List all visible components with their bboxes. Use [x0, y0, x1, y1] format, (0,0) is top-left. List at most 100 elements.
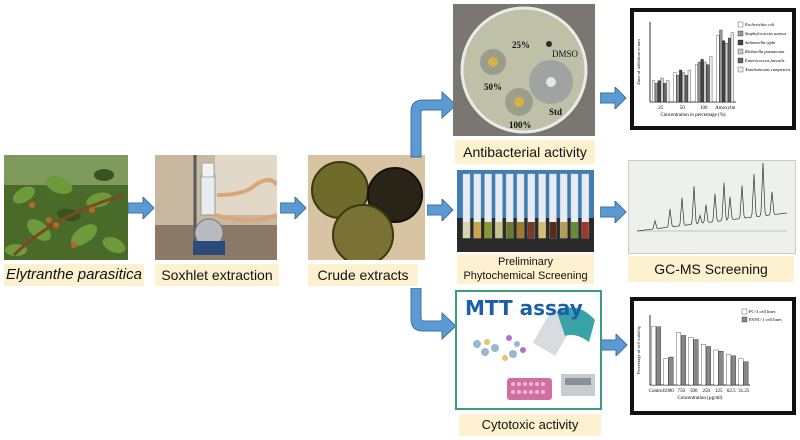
bar	[706, 346, 711, 386]
bar	[676, 332, 681, 386]
petri-label-25: 25%	[512, 40, 530, 50]
phytochemical-photo	[457, 170, 594, 252]
bar	[701, 344, 706, 386]
test-tubes-art	[457, 170, 594, 252]
y-axis-label: Zone of inhibition in mm	[636, 39, 641, 85]
x-tick-label: 100	[700, 106, 708, 111]
x-tick-label: 125	[715, 389, 723, 394]
bar	[727, 37, 731, 103]
bar	[726, 354, 731, 386]
soxhlet-photo	[155, 155, 277, 260]
bar	[695, 64, 698, 103]
petri-label-100: 100%	[509, 120, 532, 130]
test-tube-liquid	[484, 222, 492, 238]
x-tick-label: 50	[680, 106, 686, 111]
arrow-crude-to-antibacterial	[410, 90, 457, 158]
test-tube-liquid	[473, 222, 481, 238]
legend-label: Staphylococcus aureus	[745, 31, 786, 36]
bar	[668, 356, 674, 386]
phytochemical-label: Preliminary Phytochemical Screening	[457, 254, 594, 284]
bar	[725, 43, 728, 103]
bar	[654, 83, 658, 103]
legend-label: Xanthomonas campestris	[744, 67, 791, 72]
legend-swatch	[737, 66, 744, 73]
test-tube-liquid	[549, 222, 557, 238]
bar	[688, 337, 694, 386]
x-tick-label: Control	[649, 389, 665, 394]
bar	[719, 29, 723, 103]
test-tube-liquid	[506, 222, 514, 238]
test-tube-liquid	[527, 222, 535, 238]
legend-label: Klebsiella pneumonia	[744, 49, 785, 54]
bar	[716, 35, 720, 103]
bar	[684, 75, 688, 103]
x-tick-label: 62.5	[727, 389, 736, 394]
x-axis-label: Concentration (µg/ml)	[678, 396, 723, 401]
bar	[731, 355, 736, 386]
bar	[693, 339, 699, 386]
test-tube-liquid	[495, 222, 503, 238]
x-tick-label: 500	[690, 389, 698, 394]
bar	[651, 80, 655, 103]
test-tube-liquid	[571, 222, 578, 238]
bar	[738, 358, 744, 386]
plant-photo-art	[4, 155, 128, 260]
bar	[706, 64, 710, 103]
bar	[713, 349, 719, 386]
bar	[700, 59, 704, 103]
x-tick-label: 1000	[664, 389, 675, 394]
gcms-chromatogram	[628, 160, 796, 254]
bar	[651, 326, 656, 386]
mtt-assay-art	[457, 292, 600, 408]
bar	[697, 61, 701, 103]
bar	[730, 32, 734, 103]
test-tube-liquid	[463, 222, 470, 238]
antibacterial-label: Antibacterial activity	[455, 140, 595, 164]
soxhlet-photo-art	[155, 155, 277, 260]
bar	[709, 56, 713, 103]
arrow-crude-to-cytotoxic	[410, 288, 457, 341]
cytotoxic-label: Cytotoxic activity	[459, 414, 601, 436]
bar	[682, 72, 685, 103]
bar	[679, 69, 683, 103]
gcms-label: GC-MS Screening	[628, 256, 794, 282]
soxhlet-label: Soxhlet extraction	[155, 264, 279, 286]
antibacterial-chart: 25 50 100 Amoxylin Zone of inhibition in mm C…	[636, 21, 791, 118]
phytochemical-label-line2: Phytochemical Screening	[463, 270, 588, 282]
bar	[703, 61, 707, 103]
petri-dish-art	[453, 4, 595, 136]
test-tube-liquid	[560, 222, 568, 238]
legend-swatch	[737, 39, 744, 46]
bar	[673, 72, 677, 103]
bar	[663, 358, 669, 386]
gcms-chromatogram-plot	[636, 162, 788, 232]
bar	[656, 326, 661, 386]
bar	[657, 80, 661, 103]
mtt-assay-title: MTT assay	[465, 296, 583, 320]
bar	[718, 351, 724, 386]
x-tick-label: 750	[678, 389, 686, 394]
crude-extracts-art	[308, 155, 425, 260]
legend-label: Salmonella typhi	[745, 40, 776, 45]
bar	[660, 77, 664, 103]
bar	[687, 69, 691, 103]
arrow-cytotoxic-to-chart	[601, 334, 628, 356]
legend-swatch	[737, 21, 744, 28]
arrow-antibacterial-to-chart	[600, 87, 627, 109]
x-tick-label: 25	[658, 106, 664, 111]
x-tick-label: 31.25	[738, 389, 750, 394]
antibacterial-chart-frame: 25 50 100 Amoxylin Zone of inhibition in mm C…	[630, 8, 796, 130]
x-tick-label: Amoxylin	[715, 106, 736, 111]
x-axis-label: Concentration in percentage (%)	[660, 113, 725, 118]
test-tube-liquid	[517, 222, 524, 238]
arrow-phyto-to-gcms	[600, 201, 627, 223]
legend-swatch	[737, 48, 744, 55]
petri-label-dmso: DMSO	[552, 49, 579, 59]
crude-label: Crude extracts	[308, 264, 418, 286]
phytochemical-label-line1: Preliminary	[497, 256, 553, 268]
arrow-crude-to-phyto	[427, 199, 454, 221]
legend-label: PANC-1 cell lines	[749, 317, 782, 322]
petri-label-50: 50%	[484, 82, 502, 92]
